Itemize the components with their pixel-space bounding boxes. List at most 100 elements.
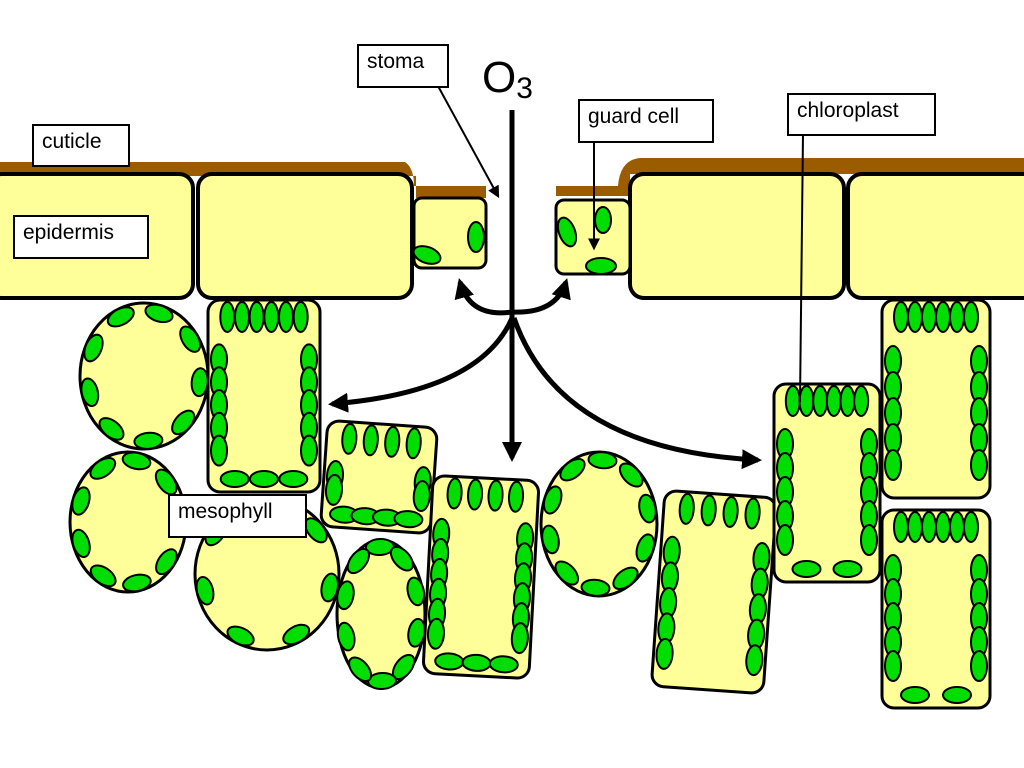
chloroplast [278, 301, 294, 333]
ozone-arrow-to-right-mesophyll [511, 317, 762, 470]
chloroplast-leader-line [799, 133, 804, 403]
chloroplast [594, 206, 612, 234]
chloroplast [587, 451, 618, 470]
chloroplast-label: chloroplast [787, 93, 936, 136]
chloroplast [71, 486, 91, 516]
chloroplast [412, 480, 431, 513]
chloroplast [784, 385, 801, 417]
chloroplast [122, 573, 152, 593]
chloroplast [488, 655, 519, 674]
ozone-symbol: O [482, 53, 517, 102]
chloroplast [121, 451, 152, 471]
chloroplast-group [776, 385, 878, 578]
chloroplast [812, 385, 829, 417]
mesophyll-cell [880, 508, 992, 710]
chloroplast [467, 221, 485, 253]
chloroplast-group [884, 301, 988, 481]
mesophyll-cells [68, 298, 992, 710]
chloroplast [71, 528, 91, 558]
chloroplast [949, 301, 965, 333]
chloroplast [249, 470, 279, 488]
chloroplast [635, 533, 656, 563]
chloroplast-group [655, 492, 771, 677]
chloroplast [98, 417, 125, 441]
chloroplast [346, 547, 371, 575]
chloroplast-group [210, 301, 318, 488]
cuticle-layer [0, 158, 1024, 198]
chloroplast [722, 495, 739, 528]
epidermis-label: epidermis [13, 215, 149, 259]
chloroplast [655, 637, 674, 670]
chloroplast [234, 301, 250, 333]
chloroplast [963, 301, 979, 333]
ozone-arrow-to-left-mesophyll [328, 317, 515, 413]
chloroplast [884, 449, 902, 481]
epidermis-cell [628, 172, 846, 300]
chloroplast [963, 511, 979, 543]
chloroplast [393, 510, 424, 529]
chloroplast [970, 449, 988, 481]
chloroplast [542, 485, 563, 515]
chloroplast [179, 325, 202, 353]
chloroplast [467, 478, 484, 511]
chloroplast [556, 216, 578, 248]
chloroplast [154, 468, 178, 496]
chloroplast [406, 576, 426, 607]
chloroplast [559, 458, 586, 482]
ozone-formula: O3 [482, 53, 533, 104]
chloroplast-group [426, 477, 535, 674]
chloroplast [320, 572, 339, 603]
chloroplast [970, 650, 988, 682]
chloroplast [900, 686, 930, 704]
chloroplast [341, 422, 358, 455]
epidermis-cell [846, 172, 1024, 300]
chloroplast [791, 560, 822, 578]
chloroplast [248, 301, 265, 333]
chloroplast [362, 424, 379, 457]
chloroplast [884, 650, 902, 682]
chloroplast [921, 301, 937, 333]
chloroplast [348, 656, 373, 683]
chloroplast [190, 367, 209, 398]
chloroplast [219, 301, 236, 333]
chloroplast [89, 457, 117, 480]
label-leaders [437, 85, 804, 403]
chloroplast [825, 385, 842, 417]
chloroplast [700, 494, 717, 527]
ozone-arrows [328, 110, 762, 470]
chloroplast [155, 548, 178, 576]
chloroplast [426, 617, 445, 650]
chloroplast-group [324, 422, 432, 529]
chloroplast [580, 578, 611, 597]
chloroplast [839, 385, 856, 417]
chloroplast [507, 480, 525, 513]
chloroplast [219, 470, 250, 488]
chloroplast [585, 257, 617, 275]
chloroplast [860, 524, 878, 556]
chloroplast [263, 301, 280, 333]
chloroplast [487, 479, 504, 512]
chloroplast [405, 427, 422, 460]
chloroplast [678, 492, 695, 525]
mesophyll-cell [880, 298, 992, 500]
chloroplast [292, 301, 309, 333]
chloroplast [336, 621, 356, 652]
chloroplast [853, 385, 870, 417]
ozone-subscript: 3 [516, 72, 533, 105]
chloroplast [893, 511, 909, 543]
chloroplast [278, 470, 309, 488]
chloroplast [745, 644, 764, 677]
epidermis-cells [0, 172, 1024, 300]
chloroplast [618, 462, 644, 488]
chloroplast [210, 434, 228, 467]
chloroplast [300, 434, 318, 467]
chloroplast [195, 575, 215, 606]
chloroplast [412, 245, 442, 265]
chloroplast [893, 301, 909, 333]
chloroplast [942, 686, 972, 704]
ozone-arrow-to-left-guard-cell [454, 278, 513, 316]
mesophyll-cell [772, 382, 882, 584]
chloroplast [446, 477, 463, 510]
chloroplast [935, 301, 951, 333]
